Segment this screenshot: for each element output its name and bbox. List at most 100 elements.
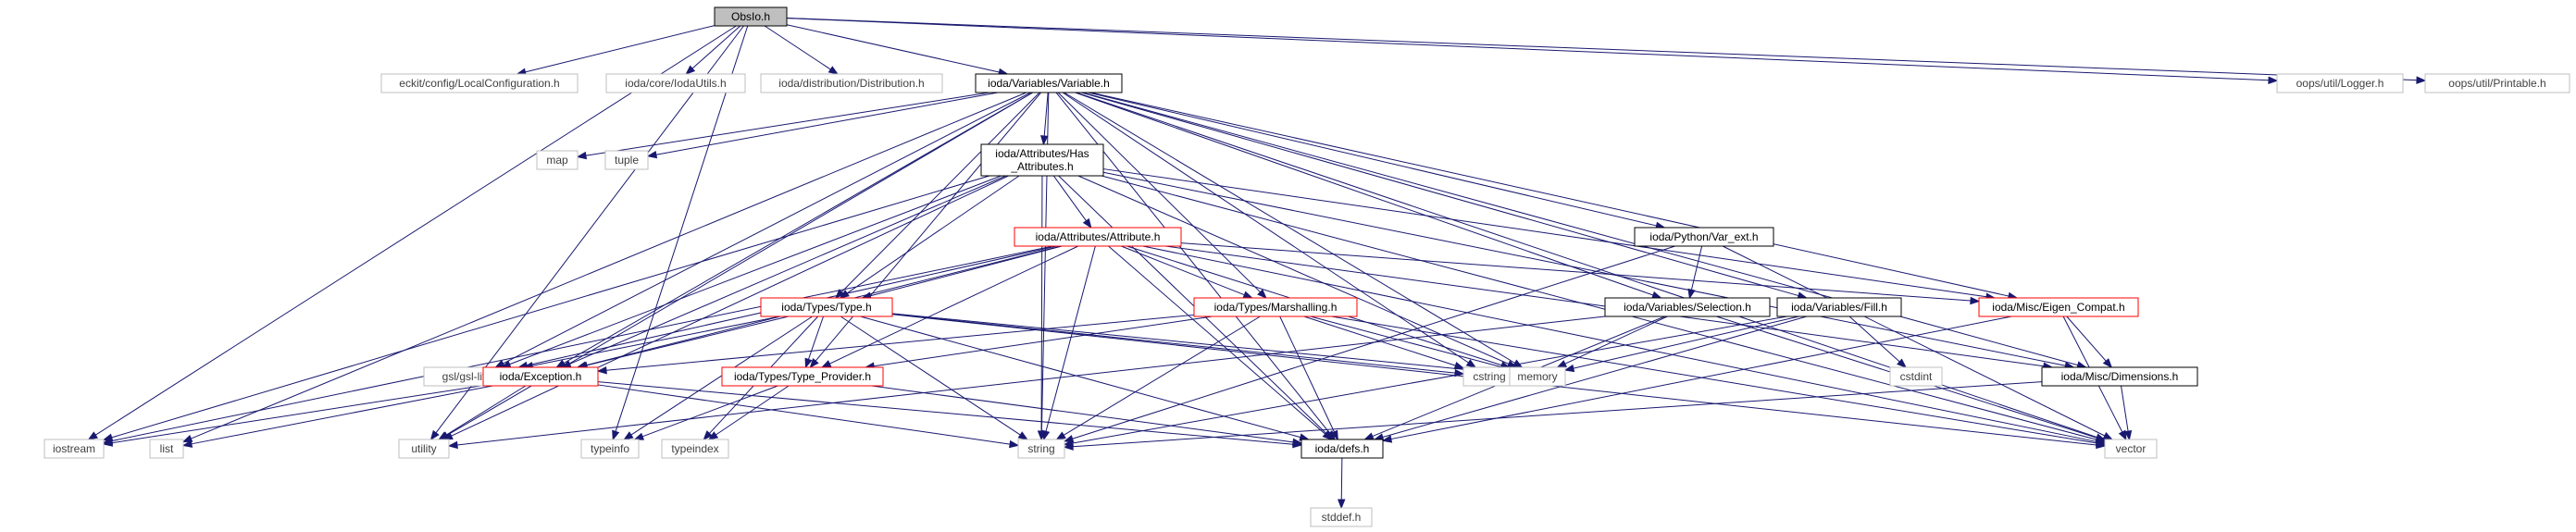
- node-utility: utility: [398, 439, 450, 459]
- edge-arrowhead: [1008, 439, 1020, 449]
- edge-arrowhead: [1257, 289, 1267, 299]
- node-box: [1310, 507, 1373, 527]
- node-box: [1634, 227, 1774, 247]
- edge-variable-to-selection: [1075, 92, 1662, 299]
- edge-line: [569, 175, 1006, 365]
- node-box: [1193, 297, 1358, 317]
- node-exception[interactable]: ioda/Exception.h: [482, 366, 599, 387]
- node-box: [149, 439, 184, 459]
- edge-arrowhead: [1330, 429, 1338, 441]
- edge-arrowhead: [1363, 432, 1375, 440]
- node-box: [2041, 366, 2198, 387]
- edge-arrowhead: [1322, 430, 1333, 440]
- node-label: _Attributes.h: [1010, 160, 1073, 173]
- edge-line: [1045, 245, 1096, 432]
- edge-line: [1382, 315, 1808, 439]
- node-eigen[interactable]: ioda/Misc/Eigen_Compat.h: [1978, 297, 2139, 317]
- edge-line: [1102, 168, 1987, 298]
- edge-arrowhead: [1970, 296, 1981, 305]
- edge-line: [829, 245, 1079, 365]
- edge-dimensions-to-vector: [2121, 385, 2133, 441]
- node-tuple: tuple: [604, 150, 649, 170]
- node-selection[interactable]: ioda/Variables/Selection.h: [1604, 297, 1771, 317]
- edge-arrowhead: [1055, 431, 1066, 440]
- edge-line: [111, 385, 484, 444]
- node-box: [661, 439, 729, 459]
- edge-line: [1101, 175, 2097, 440]
- node-marshalling[interactable]: ioda/Types/Marshalling.h: [1193, 297, 1358, 317]
- node-localconfig: eckit/config/LocalConfiguration.h: [380, 73, 579, 93]
- node-label: ioda/Misc/Dimensions.h: [2061, 370, 2179, 383]
- edge-line: [860, 315, 1301, 439]
- edge-line: [1722, 245, 2106, 437]
- node-box: [714, 6, 788, 27]
- edge-line: [846, 175, 1020, 294]
- edge-arrowhead: [707, 431, 719, 440]
- node-varext[interactable]: ioda/Python/Var_ext.h: [1634, 227, 1774, 247]
- edge-line: [1310, 315, 1502, 368]
- node-defs[interactable]: ioda/defs.h: [1300, 439, 1384, 459]
- edge-arrowhead: [2268, 76, 2279, 84]
- edge-line: [1564, 315, 1668, 365]
- edge-line: [891, 313, 1502, 374]
- edge-arrowhead: [1040, 135, 1049, 146]
- edge-line: [1142, 245, 2097, 442]
- edge-line: [1108, 245, 1326, 435]
- edge-line: [451, 175, 1009, 437]
- edge-marshalling-to-exception: [596, 314, 1195, 375]
- edge-variable-to-tuple: [646, 92, 999, 159]
- node-label: ioda/Misc/Eigen_Compat.h: [1992, 301, 2124, 314]
- node-obsio[interactable]: ObsIo.h: [714, 6, 788, 27]
- node-attribute[interactable]: ioda/Attributes/Attribute.h: [1014, 227, 1182, 247]
- edge-attribute-to-marshalling: [1121, 245, 1254, 299]
- edge-eigen-to-dimensions: [2066, 315, 2113, 369]
- edge-line: [605, 314, 1195, 371]
- edge-line: [597, 381, 1294, 445]
- node-fill[interactable]: ioda/Variables/Fill.h: [1776, 297, 1902, 317]
- node-box: [580, 439, 640, 459]
- node-label: string: [1027, 442, 1054, 455]
- node-box: [1014, 227, 1182, 247]
- edge-variable-to-exception: [555, 92, 1033, 368]
- edge-arrowhead: [685, 65, 696, 75]
- edge-hasattr-to-dimensions: [1102, 171, 2075, 370]
- node-typeinfo: typeinfo: [580, 439, 640, 459]
- edge-variable-to-dimensions: [1082, 92, 2087, 369]
- node-typeprovider[interactable]: ioda/Types/Type_Provider.h: [721, 366, 884, 387]
- node-map: map: [536, 150, 579, 170]
- edge-arrowhead: [646, 150, 658, 159]
- node-box: [760, 297, 893, 317]
- node-label: eckit/config/LocalConfiguration.h: [399, 77, 559, 90]
- edge-line: [807, 315, 825, 360]
- node-box: [44, 439, 105, 459]
- edge-line: [509, 175, 1002, 365]
- edge-arrowhead: [181, 439, 193, 448]
- edge-line: [840, 92, 1040, 292]
- edge-typeprovider-to-typeinfo: [633, 385, 778, 440]
- edge-variable-to-gsl: [494, 92, 1031, 368]
- edge-line: [871, 385, 1294, 443]
- edge-variable-to-marshalling: [1057, 92, 1267, 299]
- edge-marshalling-to-string: [1055, 315, 1261, 440]
- edge-arrowhead: [1082, 217, 1092, 229]
- edge-line: [1102, 171, 2066, 366]
- node-label: ioda/Attributes/Has: [995, 147, 1089, 160]
- edge-line: [641, 385, 778, 438]
- node-label: oops/util/Logger.h: [2296, 77, 2384, 90]
- edge-line: [111, 245, 1053, 442]
- edge-variable-to-map: [576, 92, 990, 160]
- edge-arrowhead: [2123, 429, 2133, 441]
- node-box: [760, 73, 943, 93]
- node-label: list: [160, 442, 174, 455]
- edge-line: [1081, 92, 1799, 297]
- edge-line: [891, 313, 1456, 374]
- edge-obsio-to-distribution: [764, 25, 840, 75]
- node-variable[interactable]: ioda/Variables/Variable.h: [975, 73, 1123, 93]
- node-hasattr[interactable]: ioda/Attributes/Has_Attributes.h: [980, 143, 1104, 177]
- node-type[interactable]: ioda/Types/Type.h: [760, 297, 893, 317]
- node-label: typeinfo: [591, 442, 629, 455]
- edge-arrowhead: [181, 434, 193, 443]
- node-dimensions[interactable]: ioda/Misc/Dimensions.h: [2041, 366, 2198, 387]
- edge-obsio-to-printable: [786, 17, 2427, 84]
